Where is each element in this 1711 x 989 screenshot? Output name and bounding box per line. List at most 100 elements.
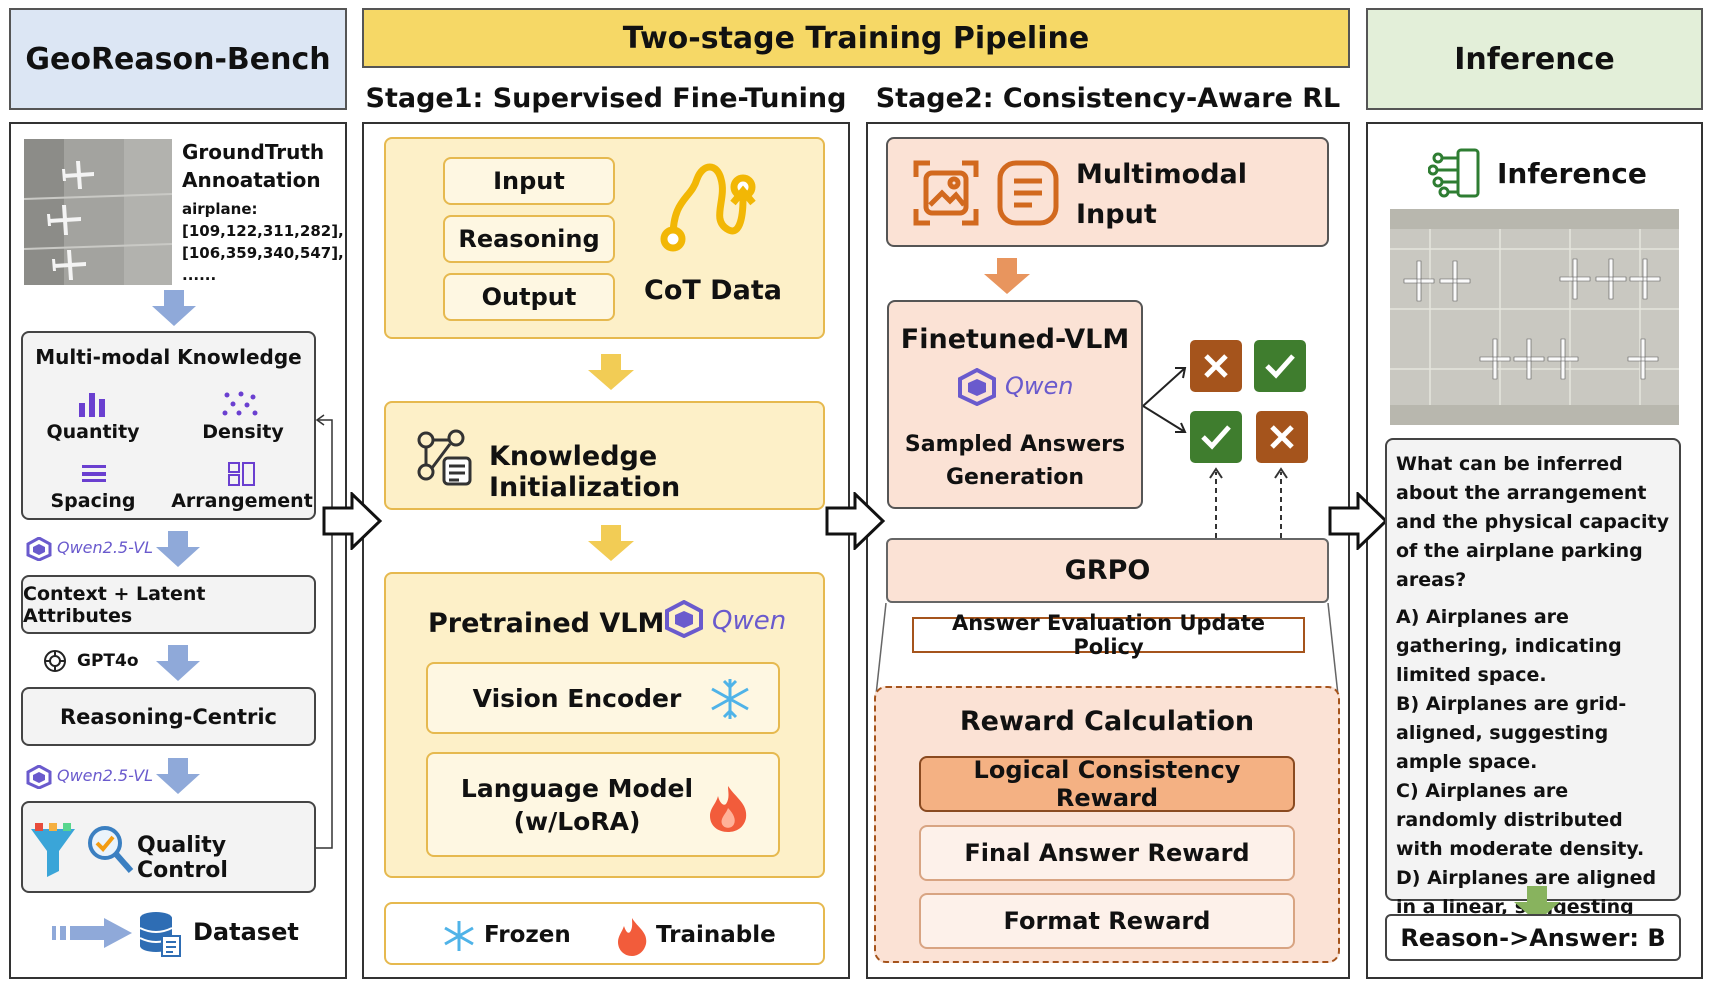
- cot-data-box: Input Reasoning Output CoT Data: [384, 137, 825, 339]
- option-b: B) Airplanes are grid-aligned, suggestin…: [1396, 693, 1627, 773]
- multimodal-line2: Input: [1076, 199, 1157, 230]
- reward-logical: Logical Consistency Reward: [919, 756, 1295, 812]
- image-frame-icon: [912, 159, 980, 227]
- qwen-label: Qwen2.5-VL: [57, 538, 154, 557]
- check-icon: [1254, 340, 1306, 392]
- knowledge-arrangement: Arrangement: [171, 490, 313, 512]
- reward-format: Format Reward: [919, 893, 1295, 949]
- qwen-brand: Qwen: [1005, 372, 1074, 400]
- chip-input: Input: [443, 157, 615, 205]
- context-box-label: Context + Latent Attributes: [23, 582, 206, 627]
- chip-input-label: Input: [493, 167, 565, 195]
- chip-reasoning-label: Reasoning: [458, 225, 600, 253]
- bench-header-title: GeoReason-Bench: [25, 41, 331, 77]
- qwen-logo-icon: [26, 537, 52, 561]
- branch-arrows: [1141, 360, 1201, 440]
- down-arrow-icon: [1514, 886, 1560, 922]
- legend-frozen: Frozen: [484, 922, 571, 948]
- gt-line: [106,359,340,547],: [182, 244, 344, 262]
- feedback-loop-arrow: [314, 412, 336, 852]
- down-arrow-icon: [152, 290, 196, 326]
- option-a: A) Airplanes are gathering, indicating l…: [1396, 606, 1622, 686]
- document-icon: [996, 159, 1060, 227]
- chip-output-label: Output: [481, 283, 577, 311]
- knowledge-box: Multi-modal Knowledge Quantity Density S…: [21, 331, 316, 520]
- gpt-label: GPT4o: [77, 651, 139, 671]
- down-arrow-icon: [156, 758, 200, 794]
- cross-icon: [1190, 340, 1242, 392]
- flame-icon: [706, 784, 750, 832]
- openai-logo-icon: [42, 648, 68, 674]
- reward-title: Reward Calculation: [959, 706, 1255, 737]
- chip-reasoning: Reasoning: [443, 215, 615, 263]
- answer-box: Reason->Answer: B: [1385, 914, 1681, 961]
- question-text: What can be inferred about the arrangeme…: [1396, 453, 1669, 591]
- chip-output: Output: [443, 273, 615, 321]
- option-c: C) Airplanes are randomly distributed wi…: [1396, 780, 1645, 860]
- zoom-lines: [872, 603, 1342, 698]
- qwen-label: Qwen2.5-VL: [57, 766, 154, 785]
- funnel-icon: [29, 823, 77, 879]
- question-box: What can be inferred about the arrangeme…: [1385, 438, 1681, 947]
- circuit-icon: [1428, 146, 1484, 200]
- policy-label: Answer Evaluation Update Policy: [951, 611, 1266, 659]
- network-settings-icon: [414, 428, 474, 488]
- bench-header: GeoReason-Bench: [9, 8, 347, 110]
- multimodal-input-box: Multimodal Input: [886, 137, 1329, 247]
- reward-logical-label: Logical Consistency Reward: [973, 756, 1241, 812]
- reward-final-label: Final Answer Reward: [964, 839, 1250, 867]
- down-arrow-icon: [156, 645, 200, 681]
- dataset-arrow-icon: [52, 918, 134, 948]
- reasoning-centric-label: Reasoning-Centric: [59, 704, 277, 729]
- language-model-box: Language Model (w/LoRA): [426, 752, 780, 857]
- knowledge-spacing: Spacing: [50, 490, 136, 512]
- context-box: Context + Latent Attributes: [21, 575, 316, 634]
- down-arrow-icon: [984, 258, 1030, 294]
- finetuned-vlm-box: Finetuned-VLM Qwen Sampled Answers Gener…: [887, 300, 1143, 509]
- sampled-line2: Generation: [945, 465, 1085, 490]
- answer-label: Reason->Answer: B: [1400, 923, 1666, 952]
- vision-encoder-label: Vision Encoder: [472, 683, 682, 713]
- cot-data-label: CoT Data: [644, 275, 782, 306]
- grpo-box: GRPO: [886, 538, 1329, 603]
- down-arrow-icon: [588, 354, 634, 390]
- down-arrow-icon: [156, 531, 200, 567]
- airport-image: [1390, 209, 1679, 425]
- reward-final: Final Answer Reward: [919, 825, 1295, 881]
- stage2-title: Stage2: Consistency-Aware RL: [875, 82, 1341, 114]
- quality-control-label: Quality Control: [137, 833, 228, 883]
- gt-line: [109,122,311,282],: [182, 222, 344, 240]
- right-arrow-icon: [825, 492, 887, 550]
- cross-icon: [1256, 411, 1308, 463]
- arrangement-icon: [227, 461, 257, 487]
- dashed-arrows: [1205, 466, 1295, 538]
- check-icon: [1190, 411, 1242, 463]
- knowledge-quantity: Quantity: [46, 421, 140, 443]
- knowledge-density: Density: [202, 421, 284, 443]
- multimodal-line1: Multimodal: [1076, 159, 1247, 190]
- language-model-line2: (w/LoRA): [513, 806, 641, 836]
- dataset-label: Dataset: [193, 918, 299, 946]
- grpo-label: GRPO: [1064, 555, 1151, 586]
- sampled-answers-label: Sampled Answers Generation: [889, 428, 1141, 494]
- stage1-title: Stage1: Supervised Fine-Tuning: [365, 82, 847, 114]
- gt-title-line1: GroundTruth: [182, 140, 325, 164]
- pretrained-vlm-label: Pretrained VLM: [428, 608, 665, 639]
- inference-title: Inference: [1497, 157, 1647, 190]
- policy-box: Answer Evaluation Update Policy: [912, 611, 1305, 659]
- right-arrow-icon: [322, 492, 384, 550]
- knowledge-init-box: Knowledge Initialization: [384, 401, 825, 510]
- qwen-logo-icon: [26, 765, 52, 789]
- gt-line: ......: [182, 266, 217, 284]
- route-path-icon: [651, 159, 761, 259]
- pretrained-vlm-box: Pretrained VLM Qwen Vision Encoder Langu…: [384, 572, 825, 878]
- qwen-brand: Qwen: [712, 606, 787, 636]
- gt-line: airplane:: [182, 200, 258, 218]
- language-model-line1: Language Model: [460, 773, 694, 803]
- vision-encoder-box: Vision Encoder: [426, 662, 780, 734]
- gt-title: GroundTruth Annoatation: [182, 138, 342, 194]
- gt-annotation: airplane: [109,122,311,282], [106,359,34…: [182, 198, 344, 286]
- knowledge-title: Multi-modal Knowledge: [35, 345, 302, 369]
- sampled-line1: Sampled Answers: [904, 432, 1126, 457]
- scatter-dots-icon: [221, 391, 259, 417]
